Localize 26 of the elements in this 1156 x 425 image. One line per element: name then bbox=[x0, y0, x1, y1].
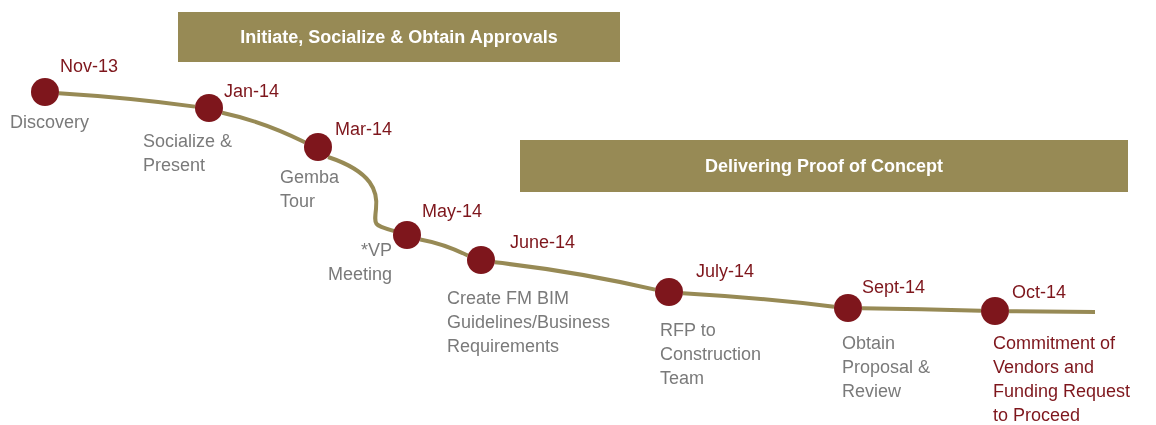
timeline-line bbox=[419, 237, 469, 258]
milestone-date: Nov-13 bbox=[60, 56, 119, 77]
timeline-line bbox=[58, 91, 196, 109]
milestone-date: Sept-14 bbox=[862, 277, 926, 298]
phase-banner: Initiate, Socialize & Obtain Approvals bbox=[178, 12, 620, 62]
milestone-label: RFP to Construction Team bbox=[660, 319, 763, 390]
milestone-date: Jan-14 bbox=[224, 81, 280, 102]
milestone-label: Obtain Proposal & Review bbox=[842, 332, 932, 403]
milestone-label: Discovery bbox=[10, 111, 90, 134]
milestone-label: Commitment of Vendors and Funding Request to Proceed bbox=[993, 332, 1132, 425]
milestone-label: Gemba Tour bbox=[280, 166, 341, 213]
timeline-line bbox=[861, 306, 982, 313]
milestone-label: *VP Meeting bbox=[326, 239, 392, 286]
milestone-date: Oct-14 bbox=[1012, 282, 1067, 303]
timeline-line bbox=[682, 291, 835, 309]
milestone-date: Mar-14 bbox=[335, 119, 392, 140]
milestone-date: June-14 bbox=[510, 232, 576, 253]
milestone-label: Socialize & Present bbox=[143, 130, 234, 177]
phase-banner: Delivering Proof of Concept bbox=[520, 140, 1128, 192]
timeline-line bbox=[221, 110, 306, 145]
milestone-date: May-14 bbox=[422, 201, 483, 222]
timeline-line bbox=[327, 155, 395, 233]
timeline-line bbox=[494, 260, 656, 292]
timeline-line bbox=[1009, 309, 1096, 314]
milestone-date: July-14 bbox=[696, 261, 755, 282]
milestone-label: Create FM BIM Guidelines/Business Requirements bbox=[447, 287, 612, 358]
